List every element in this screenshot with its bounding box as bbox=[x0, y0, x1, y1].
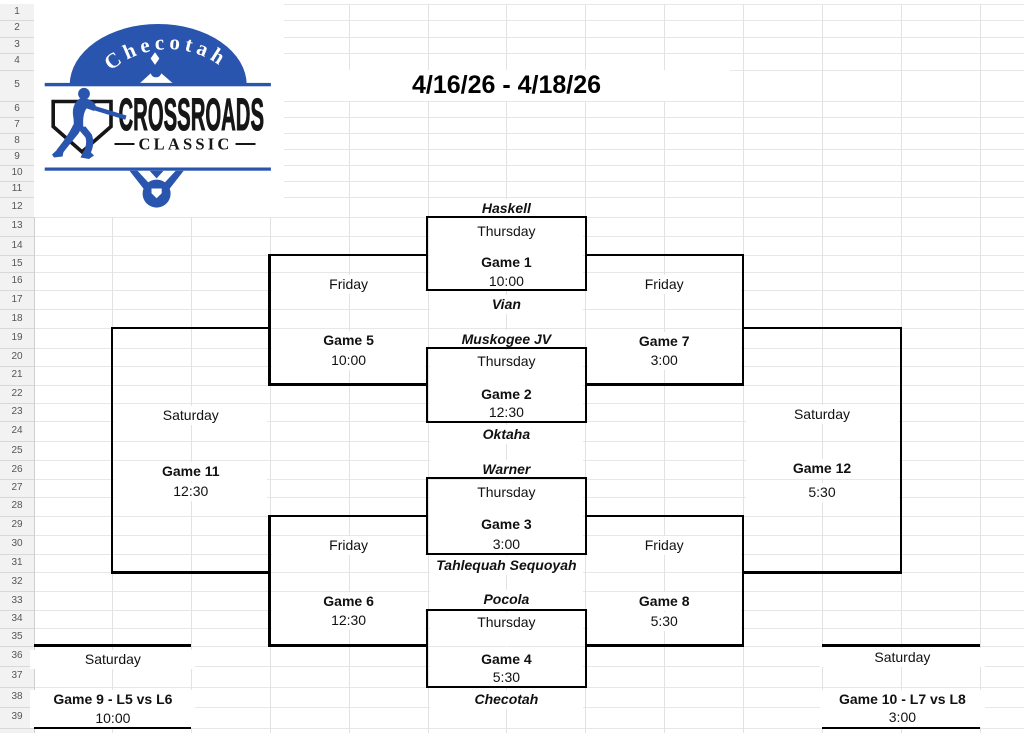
svg-text:CROSSROADS: CROSSROADS bbox=[119, 89, 265, 140]
svg-text:CLASSIC: CLASSIC bbox=[139, 135, 233, 154]
